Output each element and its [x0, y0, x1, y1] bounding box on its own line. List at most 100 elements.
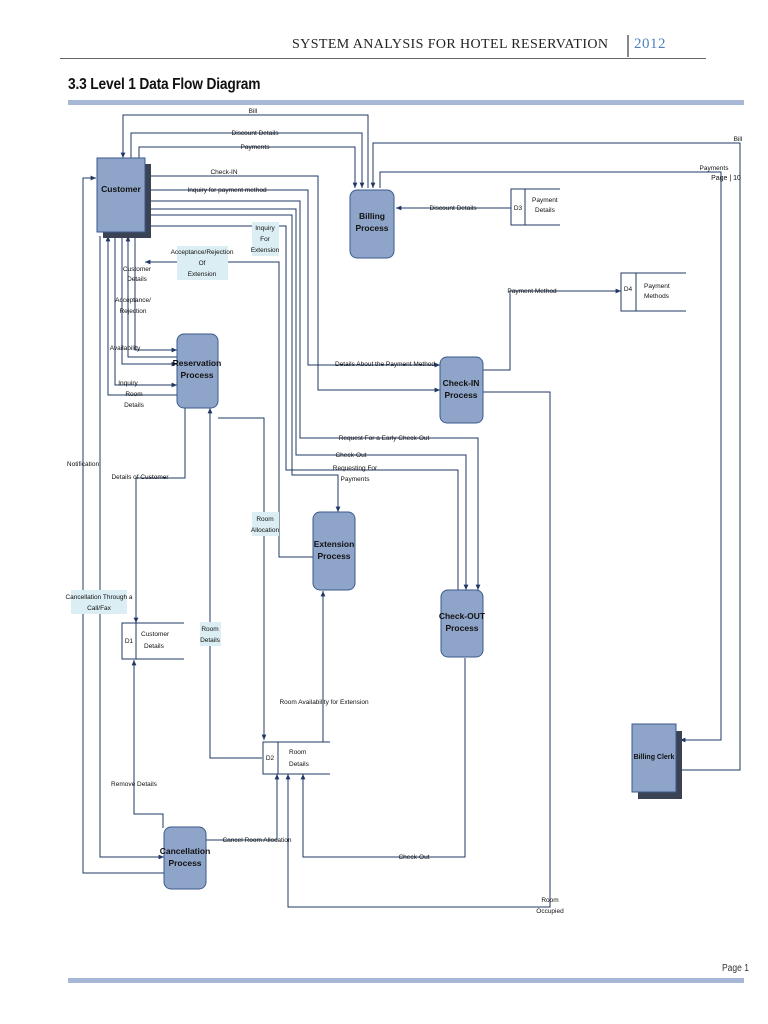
flow-lines: [82, 114, 741, 908]
flow-discount-details-top-line: [130, 132, 365, 188]
flow-inquiry-for-extension-label-3: Extension: [251, 247, 280, 254]
process-extension-line-2: Process: [317, 551, 350, 561]
flow-room-allocation-label-1: Room: [256, 516, 273, 523]
process-check-out-line-1: Check-OUT: [439, 611, 486, 621]
flow-cancellation-call-fax-line: [99, 236, 164, 860]
flow-payments-right-line: [379, 171, 722, 743]
flow-cancel-room-allocation-line: [206, 774, 280, 841]
store-d3-payment-details: D3 Payment Details: [510, 188, 560, 226]
flow-inquiry-for-extension-label-2: For: [260, 236, 271, 243]
process-reservation: Reservation Process: [173, 333, 222, 409]
store-d1-customer-details: D1 Customer Details: [121, 622, 184, 660]
flow-inquiry-for-extension-label-1: Inquiry: [255, 225, 275, 232]
flow-availability-line: [121, 236, 177, 367]
process-cancellation-line-1: Cancellation: [160, 846, 211, 856]
flow-availability-label: Availability: [110, 345, 141, 352]
flow-payments-right-label: Payments: [700, 165, 730, 172]
store-d2-name-line-1: Room: [289, 749, 306, 756]
flow-requesting-payments-label-1: Requesting For: [333, 465, 378, 472]
flow-acceptance-rejection-extension-label-1: Acceptance/Rejection: [171, 249, 234, 256]
flow-acceptance-rejection-label-2: Rejection: [119, 308, 146, 315]
flow-room-details-res-line: [105, 236, 177, 396]
flow-room-details-d2-label-1: Room: [201, 626, 218, 633]
document-header-title: SYSTEM ANALYSIS FOR HOTEL RESERVATION: [292, 37, 609, 52]
flow-check-in-line: [145, 175, 440, 393]
flow-details-of-customer-label: Details of Customer: [111, 474, 169, 481]
flow-remove-details-line: [131, 660, 164, 828]
flow-bill-top-label: Bill: [249, 108, 258, 115]
store-d3-name-line-2: Details: [535, 207, 556, 214]
flow-details-payment-method-label: Details About the Payment Method: [335, 361, 435, 368]
flow-inquiry-label: Inquiry: [118, 380, 138, 387]
store-d4-name-line-2: Methods: [644, 293, 670, 300]
section-heading: 3.3 Level 1 Data Flow Diagram: [68, 76, 261, 93]
flow-requesting-payments-label-2: Payments: [341, 476, 371, 483]
flow-notification-label: Notification: [67, 461, 100, 468]
flow-room-details-res-label-1: Room: [125, 391, 142, 398]
header-rule: [60, 58, 706, 59]
entity-customer: Customer: [96, 157, 151, 238]
entity-customer-label: Customer: [101, 184, 141, 194]
flow-inquiry-for-extension-line: [145, 214, 341, 512]
flow-check-out-d2-label: Check-Out: [398, 854, 429, 861]
process-check-out-line-2: Process: [445, 623, 478, 633]
process-extension: Extension Process: [312, 511, 356, 591]
footer-page-number: Page 1: [722, 963, 749, 974]
flow-cancel-room-allocation-label: Cancel Room Allocation: [222, 837, 291, 844]
document-header-year: 2012: [634, 36, 666, 52]
flow-acceptance-rejection-extension-label-3: Extension: [188, 271, 217, 278]
store-d3-id: D3: [514, 205, 523, 212]
process-check-out: Check-OUT Process: [439, 589, 486, 658]
store-d1-id: D1: [125, 638, 134, 645]
process-check-in-line-1: Check-IN: [443, 378, 480, 388]
footer-rule: [68, 978, 744, 983]
flow-room-details-d2-line: [207, 408, 262, 759]
flow-acceptance-rejection-extension-line: [145, 259, 313, 558]
flow-remove-details-label: Remove Details: [111, 781, 158, 788]
flow-room-availability-extension-label: Room Availability for Extension: [279, 699, 369, 706]
flow-room-allocation-label-2: Allocation: [251, 527, 280, 534]
flow-room-occupied-label-2: Occupied: [536, 908, 564, 915]
flow-labels: Bill Discount Details Payments Bill Paym…: [65, 108, 742, 915]
flow-request-early-checkout-line: [145, 200, 481, 590]
flow-requesting-payments-line: [145, 223, 459, 590]
flow-inquiry-payment-method-label: Inquiry for payment method: [187, 187, 267, 194]
flow-payments-top-label: Payments: [241, 144, 271, 151]
flow-details-of-customer-line: [133, 408, 186, 623]
process-check-in-line-2: Process: [444, 390, 477, 400]
process-cancellation-line-2: Process: [168, 858, 201, 868]
flow-room-occupied-line: [285, 391, 551, 908]
store-d3-name-line-1: Payment: [532, 197, 558, 204]
flow-check-out-d2-line: [300, 658, 466, 858]
store-d4-id: D4: [624, 286, 633, 293]
flow-check-out-label: Check-Out: [335, 452, 366, 459]
flow-room-details-d2-label-2: Details: [200, 637, 221, 644]
header-separator: [627, 35, 629, 57]
flow-room-occupied-label-1: Room: [541, 897, 558, 904]
flow-discount-details-store-label: Discount Details: [430, 205, 478, 212]
flow-room-details-res-label-2: Details: [124, 402, 145, 409]
store-d2-id: D2: [266, 755, 275, 762]
flow-payments-top-line: [138, 146, 358, 188]
process-billing-line-2: Process: [355, 223, 388, 233]
flow-discount-details-top-label: Discount Details: [232, 130, 280, 137]
store-d2-name-line-2: Details: [289, 761, 310, 768]
flow-check-out-line: [145, 208, 469, 590]
flow-bill-top-line: [120, 114, 369, 188]
flow-acceptance-rejection-line: [125, 236, 177, 358]
flow-acceptance-rejection-extension-label-2: Of: [199, 260, 206, 267]
flow-bill-right-label: Bill: [734, 136, 743, 143]
flow-customer-details-label-2: Details: [127, 276, 148, 283]
store-d1-name-line-2: Details: [144, 643, 165, 650]
process-extension-line-1: Extension: [314, 539, 355, 549]
flow-customer-details-label-1: Customer: [123, 266, 152, 273]
flow-payment-method-line: [483, 288, 621, 371]
flow-cancellation-call-fax-label-1: Cancellation Through a: [65, 594, 132, 601]
heading-rule: [68, 100, 744, 105]
flow-request-early-checkout-label: Request For a Early Check-Out: [339, 435, 430, 442]
store-d2-room-details: D2 Room Details: [262, 741, 330, 775]
flow-room-allocation-line: [218, 417, 267, 740]
process-reservation-line-1: Reservation: [173, 358, 222, 368]
store-d1-name-line-1: Customer: [141, 631, 170, 638]
